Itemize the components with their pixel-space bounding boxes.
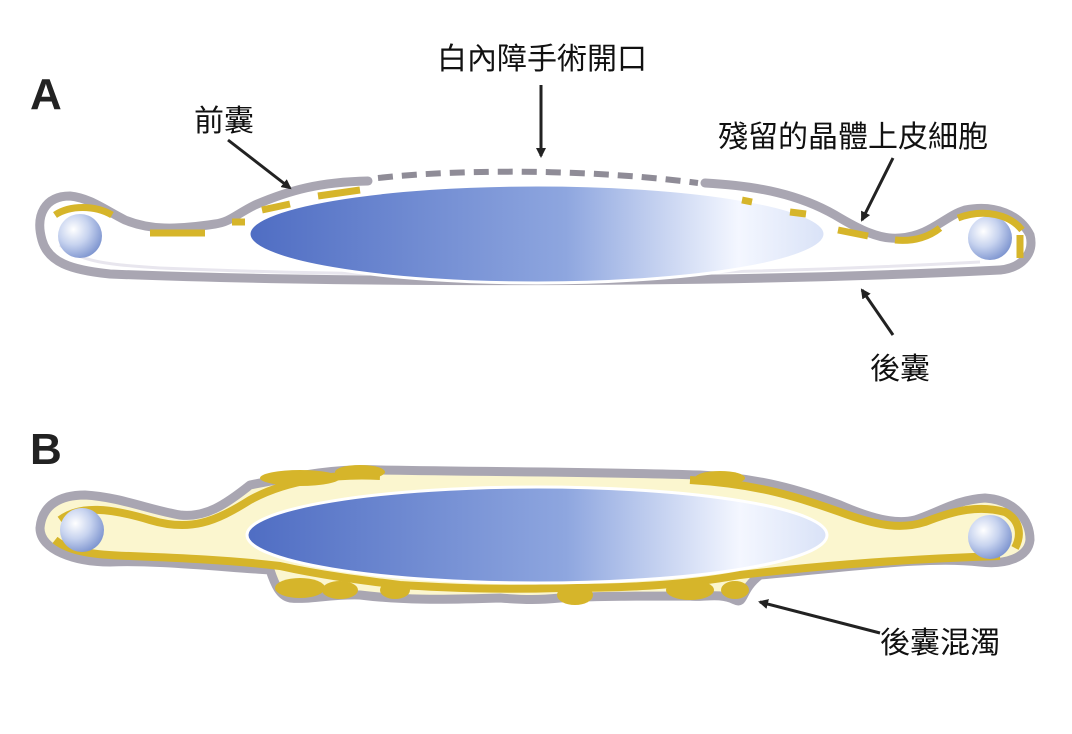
intraocular-lens-optic-b	[245, 485, 829, 585]
anterior-capsule-right	[700, 178, 1036, 275]
arrow-epithelial-cells	[860, 157, 895, 222]
haptic-left-b	[60, 508, 104, 552]
panel-b-letter: B	[30, 425, 62, 474]
arrow-posterior-capsule	[860, 288, 895, 336]
arrow-anterior-capsule	[227, 138, 292, 190]
residual-epithelial-cells	[53, 186, 1025, 258]
haptic-left	[58, 214, 102, 258]
intraocular-lens-optic	[247, 183, 827, 285]
proliferating-cells-lower	[52, 536, 1001, 593]
label-cataract-opening: 白內障手術開口	[437, 42, 647, 77]
capsulorhexis-dashed	[377, 168, 699, 186]
label-posterior-capsule: 後囊	[870, 352, 930, 387]
panel-a	[35, 85, 1036, 336]
arrow-pco	[758, 599, 881, 635]
proliferating-cells-upper-right	[689, 476, 1023, 550]
label-anterior-capsule: 前囊	[194, 104, 254, 139]
haptic-right	[968, 216, 1012, 260]
label-residual-epithelial-cells: 殘留的晶體上皮細胞	[718, 120, 988, 155]
label-posterior-capsule-opacification: 後囊混濁	[880, 626, 1000, 661]
panel-b	[35, 465, 1035, 635]
panel-a-letter: A	[30, 70, 62, 119]
opacification-bumps	[260, 465, 749, 605]
haptic-right-b	[968, 515, 1012, 559]
